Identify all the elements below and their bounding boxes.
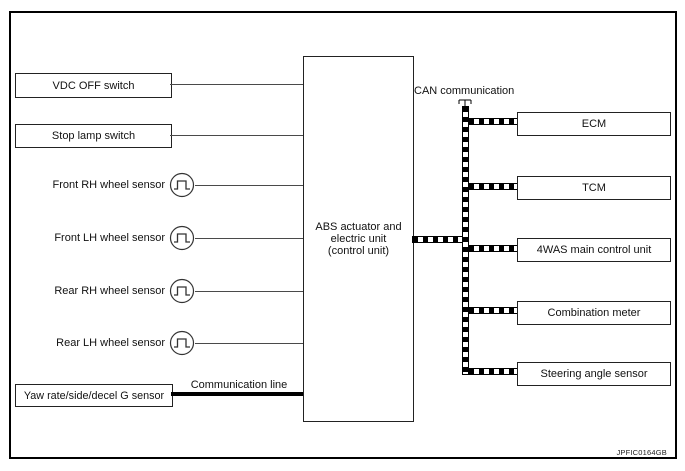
tcm-label: TCM [582, 182, 606, 194]
vdc-off-switch-wire [170, 84, 303, 85]
figure-code: JPFIC0164GB [616, 448, 667, 457]
can-label-pointer-icon [457, 99, 473, 108]
stop-lamp-switch-box: Stop lamp switch [15, 124, 172, 148]
can-branch-tcm [468, 183, 519, 190]
can-branch-combination-meter [468, 307, 519, 314]
steering-angle-sensor-box: Steering angle sensor [517, 362, 671, 386]
communication-line-wire [171, 392, 303, 396]
stop-lamp-switch-wire [170, 135, 303, 136]
rear-lh-wheel-sensor-label: Rear LH wheel sensor [56, 337, 165, 349]
combination-meter-label: Combination meter [547, 307, 641, 319]
ecm-box: ECM [517, 112, 671, 136]
yaw-rate-sensor-label: Yaw rate/side/decel G sensor [23, 389, 165, 402]
can-branch-4was [468, 245, 519, 252]
yaw-rate-sensor-box: Yaw rate/side/decel G sensor [15, 384, 173, 407]
front-rh-wheel-sensor-wire [195, 185, 303, 186]
can-branch-ecm [468, 118, 519, 125]
pulse-wave-icon [169, 172, 195, 198]
can-trunk-from-abs [412, 236, 464, 243]
diagram-border [9, 11, 677, 459]
4was-main-control-unit-box: 4WAS main control unit [517, 238, 671, 262]
tcm-box: TCM [517, 176, 671, 200]
can-branch-steering-angle-sensor [468, 368, 519, 375]
front-rh-wheel-sensor-label: Front RH wheel sensor [52, 179, 166, 191]
rear-rh-wheel-sensor-label: Rear RH wheel sensor [54, 285, 165, 297]
front-lh-wheel-sensor-wire [195, 238, 303, 239]
vdc-off-switch-box: VDC OFF switch [15, 73, 172, 98]
pulse-wave-icon [169, 225, 195, 251]
pulse-wave-icon [169, 330, 195, 356]
can-communication-label: CAN communication [414, 85, 515, 97]
combination-meter-box: Combination meter [517, 301, 671, 325]
abs-actuator-unit-box: ABS actuator and electric unit (control … [303, 56, 414, 422]
rear-rh-wheel-sensor-wire [195, 291, 303, 292]
can-bus-vertical-line [462, 106, 469, 375]
front-lh-wheel-sensor-label: Front LH wheel sensor [54, 232, 165, 244]
stop-lamp-switch-label: Stop lamp switch [51, 130, 136, 142]
rear-lh-wheel-sensor-wire [195, 343, 303, 344]
steering-angle-sensor-label: Steering angle sensor [540, 368, 648, 380]
abs-actuator-unit-label: ABS actuator and electric unit (control … [315, 221, 402, 257]
ecm-label: ECM [581, 118, 607, 130]
vdc-off-switch-label: VDC OFF switch [52, 79, 135, 92]
4was-main-control-unit-label: 4WAS main control unit [536, 244, 652, 256]
pulse-wave-icon [169, 278, 195, 304]
communication-line-label: Communication line [190, 379, 288, 391]
